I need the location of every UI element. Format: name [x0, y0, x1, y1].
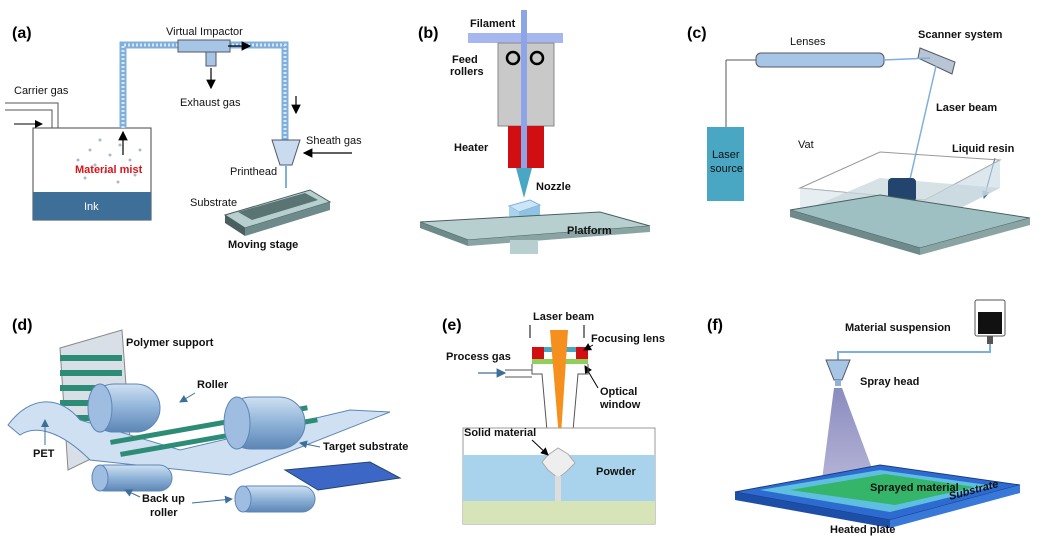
carrier-gas-label: Carrier gas [14, 85, 69, 97]
virtual-impactor-label: Virtual Impactor [166, 26, 243, 38]
backup-roller-left [91, 464, 173, 492]
ink-reservoir [33, 192, 151, 220]
virtual-impactor [177, 39, 231, 53]
pet-label: PET [33, 448, 55, 460]
pet-film [7, 401, 391, 476]
panel-d-roll-to-roll: (d) Polymer support PET Roller Targe [7, 317, 408, 519]
sheath-gas-label: Sheath gas [306, 135, 362, 147]
panel-b-label: (b) [418, 25, 438, 42]
feed-rollers-label-2: rollers [450, 66, 484, 78]
base-plate [463, 501, 655, 524]
solid-material [541, 447, 576, 501]
feed-roller-right [529, 50, 545, 66]
material-mist-label: Material mist [75, 164, 143, 176]
platform-label: Platform [567, 225, 612, 237]
focusing-lens-label: Focusing lens [591, 333, 665, 345]
sprayed-material-layer [790, 474, 975, 505]
backup-roller-label-2: roller [150, 507, 178, 519]
feed-rollers-label-1: Feed [452, 54, 478, 66]
roller-label: Roller [197, 379, 229, 391]
laser-beam-cone [550, 330, 568, 450]
spray-head-label: Spray head [860, 376, 919, 388]
cured-part [888, 178, 916, 202]
laser-beam-label-c: Laser beam [936, 102, 997, 114]
printhead-label: Printhead [230, 166, 277, 178]
optical-window-label-1: Optical [600, 386, 637, 398]
filament-strand [521, 10, 527, 175]
lens-mount-left [532, 347, 544, 359]
vat-label: Vat [798, 139, 814, 151]
material-mist-particles [76, 138, 142, 184]
lens-tube [755, 52, 885, 68]
optical-window-label-2: window [599, 399, 641, 411]
panel-c-stereolithography: (c) Lenses Laser source Scanner system L… [687, 25, 1031, 255]
target-substrate-label: Target substrate [323, 441, 408, 453]
panel-a-label: (a) [12, 25, 32, 42]
carrier-gas-pipe [5, 102, 59, 128]
scanner-head [917, 47, 956, 75]
exhaust-gas-label: Exhaust gas [180, 97, 241, 109]
moving-stage-label: Moving stage [228, 239, 298, 251]
printhead [271, 139, 301, 166]
panel-f-spray-deposition: (f) Material suspension Spray head Spray… [707, 299, 1021, 536]
polymer-support-label: Polymer support [126, 337, 214, 349]
panel-e-label: (e) [442, 317, 462, 334]
powder-label: Powder [596, 466, 636, 478]
scanner-system-label: Scanner system [918, 29, 1003, 41]
heater-label: Heater [454, 142, 489, 154]
roller-left [87, 383, 161, 433]
filament-bar [468, 33, 563, 43]
roller-right [223, 396, 306, 450]
material-suspension-label: Material suspension [845, 322, 951, 334]
substrate [238, 193, 318, 220]
panel-b-fdm: (b) Filament Feed rollers Heater Nozzle … [418, 10, 651, 254]
panel-a-aerosol-jet: (a) Ink Material mist Carrier gas Virtua… [5, 25, 362, 251]
feed-line [837, 344, 991, 360]
lenses-label: Lenses [790, 36, 826, 48]
solid-material-label: Solid material [464, 427, 536, 439]
panel-c-label: (c) [687, 25, 707, 42]
transport-tube [119, 41, 289, 140]
nozzle-label: Nozzle [536, 181, 571, 193]
laser-beam-line [907, 65, 937, 189]
substrate-label: Substrate [190, 197, 237, 209]
sprayed-material-label: Sprayed material [870, 482, 959, 494]
laser-beam-label-e: Laser beam [533, 311, 594, 323]
feed-roller-left [505, 50, 521, 66]
panel-e-laser-deposition: (e) Laser beam Focusing lens Optical win… [442, 311, 665, 525]
laser-source-label-1: Laser [712, 149, 740, 161]
target-substrate [283, 461, 402, 491]
nozzle [516, 168, 532, 198]
spray-head [825, 359, 851, 381]
process-gas-label: Process gas [446, 351, 511, 363]
backup-roller-label-1: Back up [142, 493, 185, 505]
backup-roller-right [234, 485, 316, 513]
laser-source-box [707, 127, 744, 201]
ink-label: Ink [84, 201, 99, 213]
laser-source-label-2: source [710, 163, 743, 175]
liquid-resin-label: Liquid resin [952, 143, 1015, 155]
filament-label: Filament [470, 18, 516, 30]
panel-d-label: (d) [12, 317, 32, 334]
panel-f-label: (f) [707, 317, 723, 334]
heated-plate-label: Heated plate [830, 524, 895, 536]
